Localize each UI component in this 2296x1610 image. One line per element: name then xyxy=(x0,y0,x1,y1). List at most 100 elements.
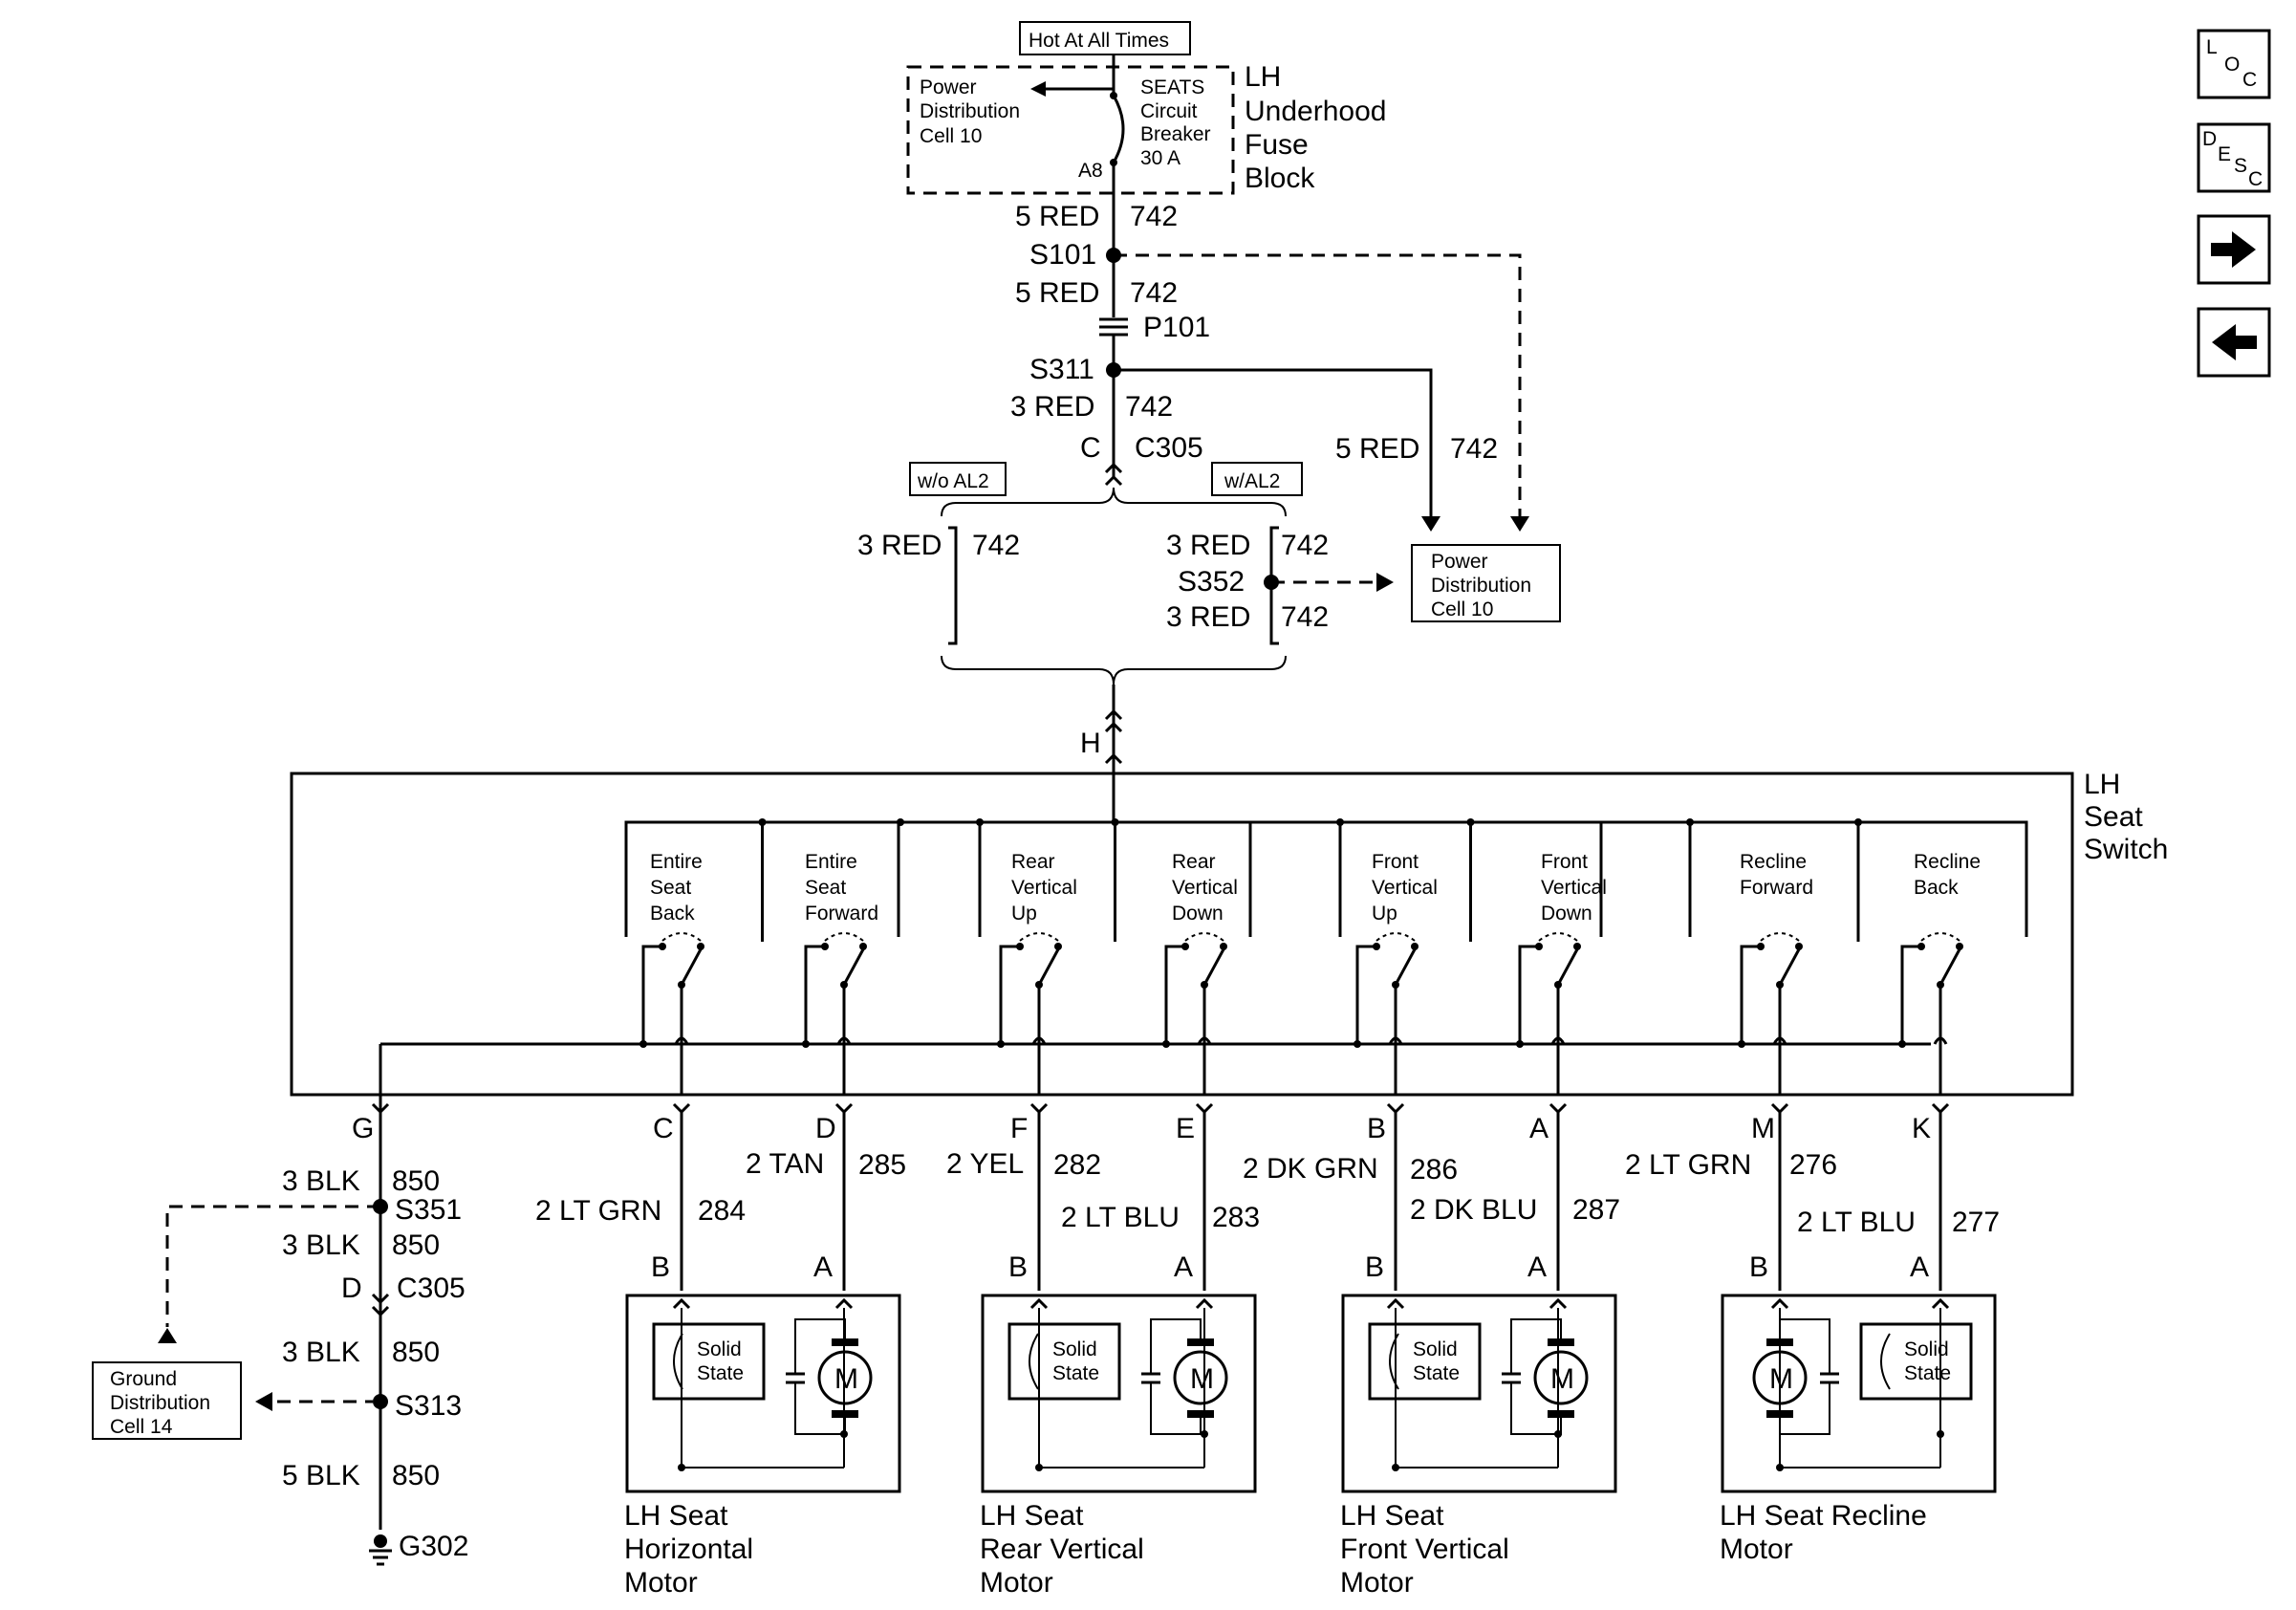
switch-section-label-1: Rear xyxy=(1172,851,1216,873)
motor-symbol-m: M xyxy=(1769,1363,1793,1395)
switch-ground-drop xyxy=(804,945,825,1044)
motor-pin-a: A xyxy=(813,1251,833,1283)
feed-wire-1-circuit: 742 xyxy=(1130,201,1178,232)
solid-state-switch-icon xyxy=(1389,1333,1399,1390)
solid-state-label-2: State xyxy=(697,1362,744,1384)
splice-s352-label: S352 xyxy=(1178,566,1245,598)
switch-junction-dot xyxy=(1162,1040,1170,1048)
motor-junction-dot xyxy=(678,1464,685,1471)
feed-wire-2-circuit: 742 xyxy=(1130,277,1178,309)
switch-pin-label: K xyxy=(1912,1113,1931,1144)
switch-actuator-link xyxy=(824,932,864,942)
desc-letter-e: E xyxy=(2218,143,2231,165)
breaker-label-4: 30 A xyxy=(1140,147,1180,169)
wo-al2-label: w/o AL2 xyxy=(917,470,989,492)
w-al2-label: w/AL2 xyxy=(1224,470,1280,492)
hot-at-all-times-label: Hot At All Times xyxy=(1029,30,1169,52)
switch-junction-dot xyxy=(1686,818,1694,826)
switch-section-label-1: Entire xyxy=(805,851,857,873)
switch-junction-dot xyxy=(976,818,984,826)
motor-pin-a: A xyxy=(1174,1251,1193,1283)
w-al2-wire-1-circuit: 742 xyxy=(1281,530,1329,561)
solid-state-box xyxy=(1859,1322,1973,1401)
switch-section-label-3: Down xyxy=(1541,903,1592,925)
switch-ground-drop xyxy=(1518,945,1539,1044)
motor-wire-color: 2 LT GRN xyxy=(535,1195,661,1227)
motor-icon xyxy=(1533,1350,1589,1405)
wire-crossover-icon xyxy=(1197,1036,1212,1045)
motor-internal-wire xyxy=(1510,1382,1562,1435)
motor-junction-dot xyxy=(1554,1430,1562,1438)
switch-title-2: Seat xyxy=(2084,801,2143,833)
solid-state-box xyxy=(1007,1322,1121,1401)
switch-section-label-2: Seat xyxy=(805,877,846,899)
switch-section-label-2: Vertical xyxy=(1541,877,1607,899)
switch-section-label-3: Up xyxy=(1372,903,1397,925)
switch-actuator-link xyxy=(1920,932,1960,942)
motor-wire-color: 2 YEL xyxy=(946,1148,1024,1180)
breaker-label-2: Circuit xyxy=(1140,100,1198,122)
switch-ground-drop xyxy=(1164,945,1185,1044)
motor-box xyxy=(981,1294,1257,1493)
switch-pin-label: A xyxy=(1529,1113,1549,1144)
motor-symbol-m: M xyxy=(834,1363,858,1395)
motor-pin-b: B xyxy=(1365,1251,1384,1283)
motor-brush-icon xyxy=(1548,1338,1574,1346)
solid-state-label-2: State xyxy=(1052,1362,1099,1384)
switch-section-label-3: Back xyxy=(650,903,695,925)
splice-s311-label: S311 xyxy=(1029,354,1094,385)
switch-contact-dot xyxy=(1573,943,1581,950)
splice-s101-label: S101 xyxy=(1029,239,1096,271)
switch-ground-drop xyxy=(641,945,662,1044)
solid-state-label-1: Solid xyxy=(697,1338,742,1360)
switch-junction-dot xyxy=(997,1040,1005,1048)
wo-al2-wire-color: 3 RED xyxy=(857,530,942,561)
wo-al2-tag: w/o AL2 xyxy=(909,462,1007,496)
pd-cell-label-2: Distribution xyxy=(920,100,1020,122)
motor-brush-icon xyxy=(1548,1410,1574,1418)
previous-page-button[interactable] xyxy=(2197,307,2271,378)
pin-chevron-icon xyxy=(672,1102,691,1115)
motor-wire-circuit: 284 xyxy=(698,1195,746,1227)
motor-junction-dot xyxy=(1201,1430,1208,1438)
solid-state-switch-icon xyxy=(1029,1333,1039,1390)
switch-blade xyxy=(1778,948,1801,986)
solid-state-box xyxy=(1368,1322,1482,1401)
motor-junction-dot xyxy=(1937,1430,1944,1438)
lh-seat-switch-box xyxy=(290,772,2074,1097)
switch-blade xyxy=(1202,948,1225,986)
switch-pin-label: M xyxy=(1751,1113,1775,1144)
motor-internal-wire xyxy=(1150,1382,1202,1435)
switch-ground-drop xyxy=(1740,945,1761,1044)
motor-symbol-m: M xyxy=(1190,1363,1214,1395)
switch-section-label-1: Front xyxy=(1372,851,1419,873)
wire-crossover-icon xyxy=(1031,1036,1047,1045)
switch-contact-dot xyxy=(859,943,867,950)
motor-wire-circuit: 286 xyxy=(1410,1154,1458,1186)
fuse-block-label-2: Underhood xyxy=(1245,96,1386,127)
option-brace-bottom xyxy=(941,655,1287,685)
motor-internal-wire xyxy=(1510,1318,1562,1374)
option-brace-top xyxy=(941,487,1287,517)
ground-wire-4-circuit: 850 xyxy=(392,1460,440,1491)
motor-box xyxy=(1341,1294,1617,1493)
switch-contact-dot xyxy=(1054,943,1062,950)
switch-contact-dot xyxy=(1411,943,1419,950)
next-page-button[interactable] xyxy=(2197,214,2271,285)
desc-button[interactable]: D E S C xyxy=(2197,122,2271,193)
switch-junction-dot xyxy=(758,818,767,826)
pd-cell2-label-1: Power xyxy=(1431,551,1488,573)
motor-wire-color: 2 TAN xyxy=(746,1148,824,1180)
loc-letter-l: L xyxy=(2206,36,2218,58)
right-branch-circuit: 742 xyxy=(1450,433,1498,465)
motor-wire-circuit: 283 xyxy=(1212,1202,1260,1233)
motor-pin-b: B xyxy=(651,1251,670,1283)
connector-d-pin: D xyxy=(341,1273,362,1304)
loc-button[interactable]: L O C xyxy=(2197,29,2271,99)
switch-junction-dot xyxy=(1336,818,1344,826)
connector-h-pin: H xyxy=(1080,728,1101,759)
connector-c305-icon xyxy=(1104,462,1123,487)
right-branch-wire-color: 5 RED xyxy=(1335,433,1419,465)
pin-chevron-icon xyxy=(1770,1297,1789,1310)
motor-title-1: LH Seat xyxy=(1340,1500,1444,1532)
